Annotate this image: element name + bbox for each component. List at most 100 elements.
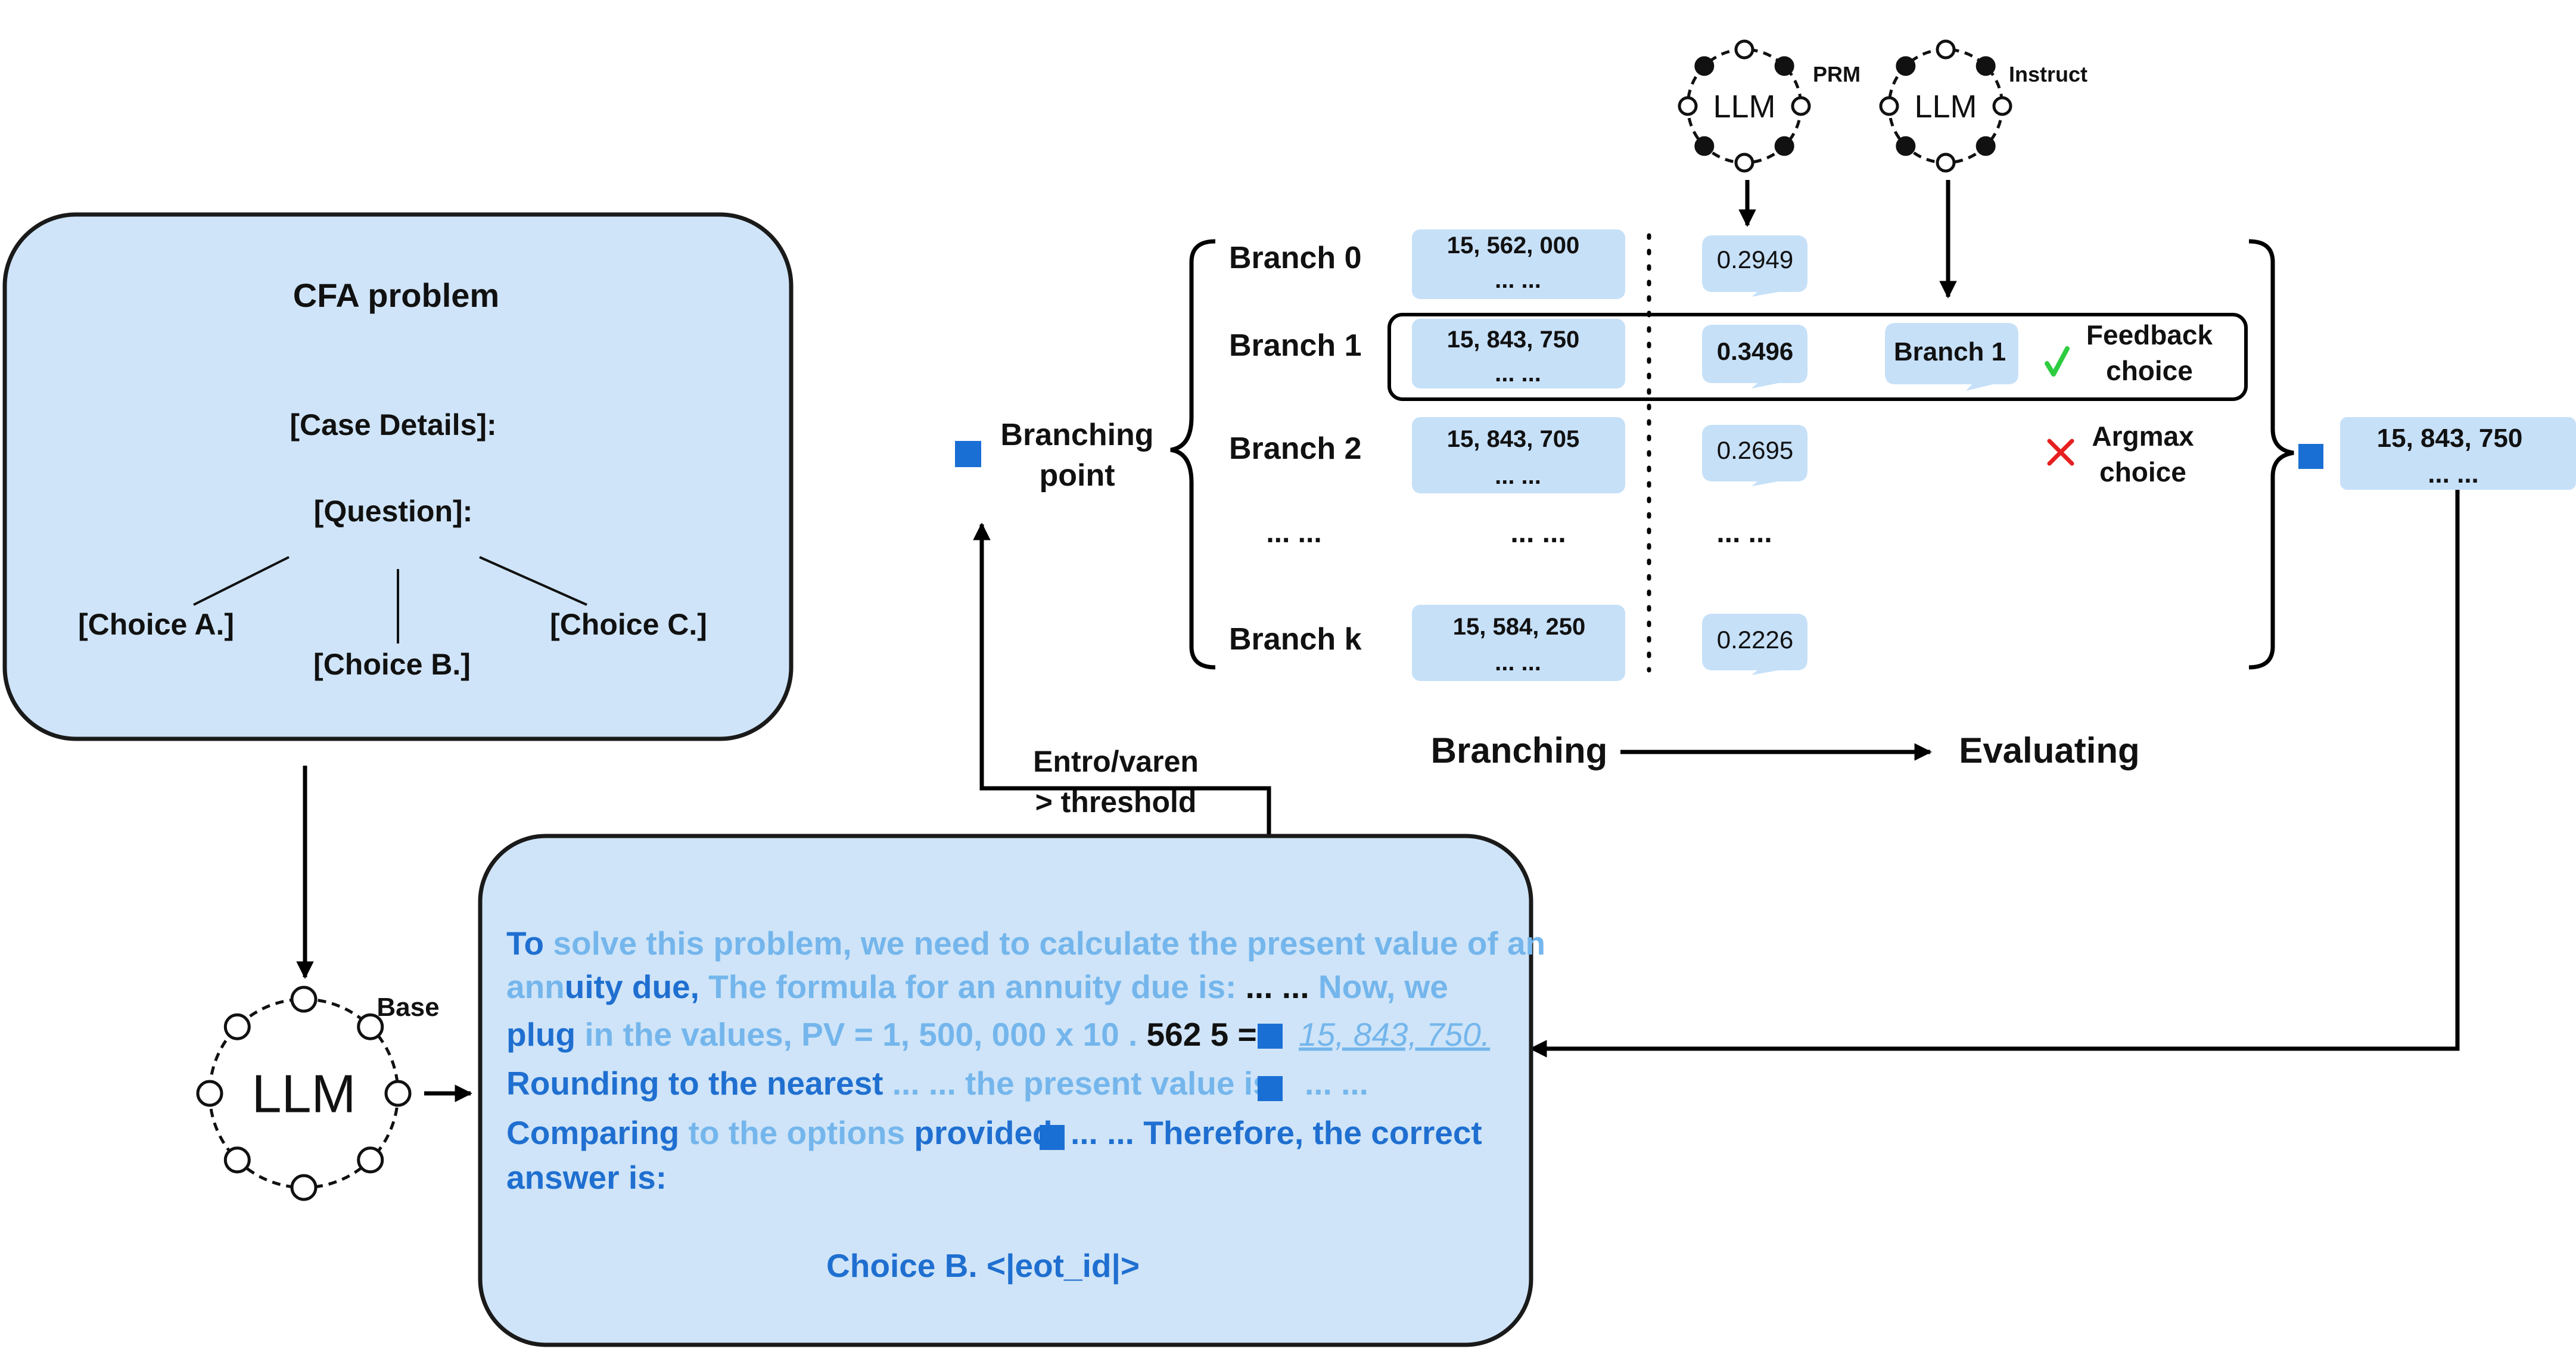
branch-dots: ... ...	[1495, 649, 1541, 676]
llm-node	[1896, 136, 1916, 156]
instruct-pick-label: Branch 1	[1894, 337, 2006, 366]
branch-label: ... ...	[1266, 517, 1321, 549]
argmax-choice-line1: Argmax	[2092, 421, 2194, 452]
llm-node	[223, 1013, 251, 1040]
feedback-choice-line2: choice	[2106, 355, 2193, 386]
score-bubble	[1702, 235, 1807, 297]
llm-node	[290, 986, 318, 1013]
llm-node	[1678, 96, 1698, 116]
branching-point-line2: point	[1039, 458, 1115, 493]
llm-node	[290, 1174, 318, 1201]
branch-value-box	[1412, 319, 1625, 388]
solution-box: To solve this problem, we need to calcul…	[478, 834, 1545, 1347]
branch-label: Branch k	[1229, 622, 1362, 657]
llm-node	[384, 1080, 412, 1107]
left-brace	[1170, 239, 1216, 670]
branch-value-box	[1412, 417, 1625, 493]
branch-score: 0.2226	[1717, 626, 1793, 654]
llm-node	[223, 1146, 251, 1174]
branch-score: 0.3496	[1717, 337, 1793, 365]
result-value: 15, 843, 750	[2377, 424, 2523, 453]
choice-c-label: [Choice C.]	[550, 608, 707, 641]
solution-line-5a: Comparing to the options provided	[506, 1114, 1053, 1151]
solution-line-6: answer is:	[506, 1159, 667, 1196]
branching-point-marker-icon	[955, 441, 981, 467]
branch-value: 15, 843, 750	[1447, 327, 1579, 353]
argmax-choice-line2: choice	[2099, 456, 2186, 487]
branch-row: ... ... ... ... ... ...	[1266, 517, 1772, 549]
branch-row: Branch 1 15, 843, 750 ... ... 0.3496 Bra…	[1229, 319, 2018, 391]
check-mark-icon	[2045, 346, 2070, 377]
llm-node	[1879, 96, 1899, 116]
llm-label: LLM	[1713, 89, 1775, 125]
cross-mark-icon	[2047, 439, 2074, 466]
branch-score: ... ...	[1716, 517, 1772, 549]
choice-b-label: [Choice B.]	[313, 648, 471, 681]
choice-a-label: [Choice A.]	[78, 608, 234, 641]
connector-c	[479, 556, 587, 606]
branch-label: Branch 0	[1229, 241, 1362, 275]
solution-line-4a: Rounding to the nearest ... ... the pres…	[506, 1065, 1271, 1102]
right-brace	[2248, 239, 2294, 670]
llm-node	[1975, 136, 1996, 156]
connector-a	[193, 556, 290, 606]
cfa-problem-box: CFA problem [Case Details]: [Question]: …	[2, 212, 794, 741]
score-bubble	[1702, 325, 1807, 388]
branch-row: Branch 0 15, 562, 000 ... ... 0.2949	[1229, 229, 1807, 299]
selected-branch-frame	[1387, 313, 2248, 401]
arrow-result-to-solution	[1529, 490, 2460, 1058]
case-details-label: [Case Details]:	[290, 408, 496, 442]
base-llm-icon: LLM	[196, 986, 412, 1201]
llm-node	[1936, 39, 1956, 60]
instruct-llm-tag: Instruct	[2009, 62, 2087, 86]
branch-score: 0.2695	[1717, 436, 1793, 464]
cfa-title: CFA problem	[293, 276, 499, 314]
prm-llm-tag: PRM	[1813, 62, 1861, 86]
llm-node	[1896, 56, 1916, 76]
flow-branching-label: Branching	[1431, 731, 1608, 770]
step-marker-icon	[1258, 1076, 1283, 1101]
solution-line-5b: ... ... Therefore, the correct	[1071, 1114, 1482, 1151]
solution-line-3a: plug in the values, PV = 1, 500, 000 x 1…	[506, 1016, 1257, 1053]
result-value-box	[2340, 417, 2576, 490]
solution-line-4b: ... ...	[1305, 1065, 1368, 1102]
llm-node	[1694, 136, 1715, 156]
branch-value-box	[1412, 605, 1625, 681]
result-marker-icon	[2298, 444, 2323, 469]
branch-value-box	[1412, 229, 1625, 299]
branch-dots: ... ...	[1495, 360, 1541, 387]
threshold-line1: Entro/varen	[1033, 745, 1199, 778]
base-llm-tag: Base	[377, 993, 439, 1022]
threshold-line2: > threshold	[1035, 785, 1197, 819]
llm-label: LLM	[1914, 89, 1977, 125]
llm-node	[1791, 96, 1811, 116]
llm-node	[1734, 153, 1754, 173]
branch-label: Branch 1	[1229, 328, 1362, 363]
instruct-pick-bubble	[1885, 323, 2018, 391]
prm-llm-icon: LLM	[1678, 39, 1811, 173]
llm-node	[1694, 56, 1715, 76]
solution-line-1: To solve this problem, we need to calcul…	[506, 925, 1545, 962]
score-bubble	[1702, 425, 1807, 486]
solution-line-3b: 15, 843, 750.	[1299, 1016, 1490, 1053]
llm-node	[1774, 136, 1794, 156]
llm-node	[357, 1013, 384, 1040]
feedback-choice-line1: Feedback	[2086, 319, 2213, 350]
llm-node	[357, 1146, 384, 1174]
branch-value: 15, 584, 250	[1453, 614, 1585, 640]
solution-final-answer: Choice B. <|eot_id|>	[826, 1247, 1140, 1285]
branch-row: Branch 2 15, 843, 705 ... ... 0.2695	[1229, 417, 1807, 493]
branch-label: Branch 2	[1229, 431, 1362, 466]
llm-node	[196, 1080, 223, 1107]
llm-label: LLM	[251, 1065, 356, 1124]
llm-node	[1774, 56, 1794, 76]
step-marker-icon	[1040, 1125, 1065, 1150]
branch-row: Branch k 15, 584, 250 ... ... 0.2226	[1229, 605, 1807, 681]
question-label: [Question]:	[314, 495, 473, 528]
llm-node	[1936, 153, 1956, 173]
score-bubble	[1702, 614, 1807, 675]
instruct-llm-icon: LLM	[1879, 39, 2012, 173]
branch-dots: ... ...	[1495, 267, 1541, 293]
branch-value: 15, 843, 705	[1447, 426, 1579, 452]
